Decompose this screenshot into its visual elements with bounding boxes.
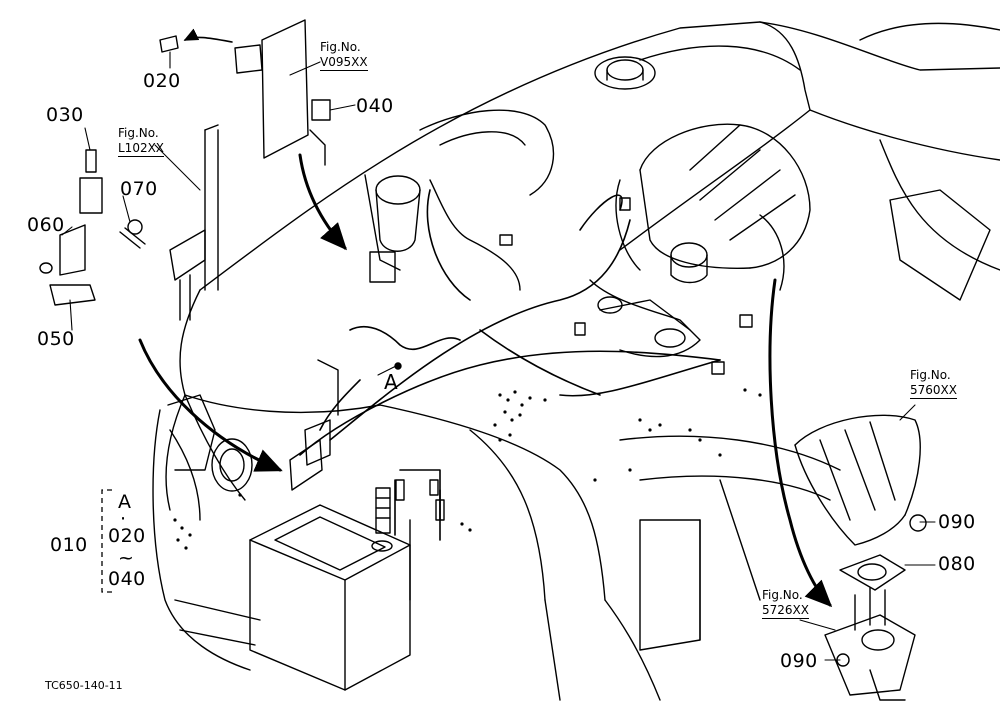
group-010-tilde: ~ — [118, 547, 135, 569]
fig-ref-label: Fig.No. — [910, 368, 951, 382]
left-bracket-assembly — [39, 124, 219, 321]
callout-090-upper: 090 — [938, 511, 976, 533]
fig-ref-code: 5726XX — [762, 603, 809, 619]
battery-relay — [289, 359, 339, 491]
leader-lines — [61, 51, 936, 661]
callout-040: 040 — [356, 95, 394, 117]
fig-ref-label: Fig.No. — [118, 126, 159, 140]
callout-080: 080 — [938, 553, 976, 575]
exhaust-manifold — [824, 587, 916, 701]
fig-ref-code: 5760XX — [910, 383, 957, 399]
callout-050: 050 — [37, 328, 75, 350]
view-marker-dot — [394, 362, 402, 370]
fig-ref-5726xx[interactable]: Fig.No. 5726XX — [762, 588, 809, 619]
harness-connectors — [395, 197, 753, 521]
fig-ref-5760xx[interactable]: Fig.No. 5760XX — [910, 368, 957, 399]
callout-010: 010 — [50, 534, 88, 556]
pointer-arrow-020 — [183, 28, 233, 43]
callout-090-lower: 090 — [780, 650, 818, 672]
air-cleaner — [615, 123, 811, 291]
fig-ref-code: L102XX — [118, 141, 165, 157]
fig-ref-label: Fig.No. — [320, 40, 361, 54]
side-panels — [379, 404, 841, 701]
group-010-top: A — [118, 491, 132, 513]
radiator-cap — [594, 56, 656, 90]
callout-070: 070 — [120, 178, 158, 200]
fig-ref-l102xx[interactable]: Fig.No. L102XX — [118, 126, 165, 157]
fuel-filter — [364, 174, 421, 283]
fig-ref-v095xx[interactable]: Fig.No. V095XX — [320, 40, 368, 71]
view-marker-label: A — [384, 370, 398, 394]
intake-pipes — [419, 109, 701, 358]
callout-060: 060 — [27, 214, 65, 236]
fig-ref-label: Fig.No. — [762, 588, 803, 602]
pointer-arrows — [138, 153, 833, 608]
surface-speckle — [173, 388, 762, 550]
callout-020: 020 — [143, 70, 181, 92]
front-grille — [152, 394, 261, 671]
hood-outline — [165, 21, 1000, 511]
wiring-harness — [299, 189, 721, 541]
callout-030: 030 — [46, 104, 84, 126]
fig-ref-code: V095XX — [320, 55, 368, 71]
drawing-code: TC650-140-11 — [45, 679, 123, 692]
group-010-bottom: 040 — [108, 568, 146, 590]
battery — [249, 487, 411, 691]
top-relay-bracket — [159, 19, 331, 166]
group-010-dot: · — [120, 508, 127, 530]
group-010-bracket — [101, 489, 112, 593]
group-010-mid: 020 — [108, 525, 146, 547]
heat-shield — [794, 414, 927, 591]
